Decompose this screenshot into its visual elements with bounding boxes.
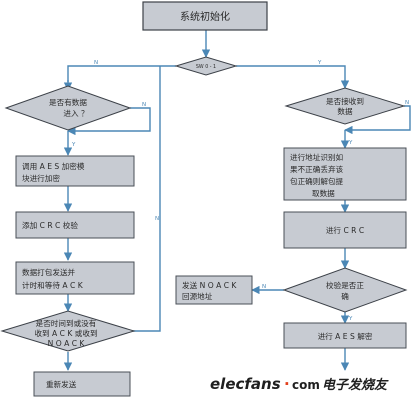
node-resend-text: 重新发送	[46, 379, 77, 389]
connectors	[63, 30, 411, 371]
node-has-data: 是否有数据 进入 ？	[4, 85, 132, 131]
edge-recv-loop	[344, 105, 411, 135]
node-crc-add-text: 添加 C R C 校验	[22, 220, 78, 230]
watermark-com: com	[292, 378, 320, 392]
node-has-data-line1: 是否有数据	[49, 97, 87, 107]
label-recv-n: N	[405, 100, 409, 106]
node-has-data-line2: 进入 ？	[63, 109, 88, 118]
edge-labels: N Y N Y N N Y N Y	[71, 60, 409, 322]
watermark-elec: elecfans	[210, 375, 281, 393]
node-addr-line1: 进行地址识别如	[290, 152, 344, 162]
watermark-logo: elecfans · com 电子发烧友	[210, 375, 389, 393]
node-crc-do-text: 进行 C R C	[326, 225, 364, 235]
node-noack: 发送 N O A C K 回源地址	[175, 275, 253, 305]
label-has-data-n: N	[142, 102, 146, 108]
edge-timeout-back	[130, 66, 161, 332]
label-recv-y: Y	[348, 140, 353, 146]
node-resend: 重新发送	[33, 371, 131, 397]
node-pack-send-line2: 计时和等待 A C K	[22, 280, 84, 290]
node-crc-do: 进行 C R C	[283, 211, 407, 249]
node-sw-text: SW 0 - 1	[196, 64, 216, 70]
node-check-line2: 确	[341, 291, 349, 301]
node-noack-line2: 回源地址	[182, 291, 213, 301]
node-aes-encrypt-line2: 块进行加密	[22, 173, 60, 183]
node-recv-line1: 是否接收到	[326, 96, 364, 106]
label-check-n: N	[262, 284, 266, 290]
label-sw-right: Y	[317, 60, 322, 66]
watermark-dot: ·	[284, 375, 290, 393]
label-timeout-n: N	[155, 216, 159, 222]
node-addr-line4: 取数据	[312, 188, 335, 198]
node-addr: 进行地址识别如 果不正确丢弃该 包正确则解包提 取数据	[283, 147, 407, 201]
node-sw: SW 0 - 1	[174, 56, 238, 76]
node-noack-line1: 发送 N O A C K	[182, 280, 237, 290]
node-aes-encrypt-line1: 调用 A E S 加密模	[22, 161, 85, 171]
node-aes-decrypt-text: 进行 A E S 解密	[318, 331, 373, 341]
node-init-text: 系统初始化	[180, 10, 230, 23]
node-pack-send-line1: 数据打包发送并	[22, 267, 76, 277]
edge-sw-right	[236, 65, 346, 82]
node-recv: 是否接收到 数据	[284, 87, 406, 125]
node-addr-line2: 果不正确丢弃该	[290, 164, 344, 174]
node-check-line1: 校验是否正	[326, 280, 364, 290]
node-init: 系统初始化	[142, 1, 268, 31]
node-timeout-line2: 收到 A C K 或收到	[34, 328, 97, 338]
node-pack-send: 数据打包发送并 计时和等待 A C K	[15, 261, 135, 295]
edge-sw-left	[67, 65, 176, 82]
node-crc-add: 添加 C R C 校验	[15, 211, 135, 239]
node-addr-line3: 包正确则解包提	[290, 176, 344, 186]
node-check: 校验是否正 确	[282, 267, 408, 313]
edge-has-data-loop	[67, 107, 151, 136]
node-aes-decrypt: 进行 A E S 解密	[283, 322, 407, 349]
watermark-cn: 电子发烧友	[322, 377, 389, 393]
node-recv-line2: 数据	[337, 106, 353, 116]
node-timeout: 是否时间到或没有 收到 A C K 或收到 N O A C K	[0, 310, 136, 352]
node-timeout-line3: N O A C K	[48, 339, 86, 348]
node-timeout-line1: 是否时间到或没有	[36, 318, 97, 328]
node-aes-encrypt: 调用 A E S 加密模 块进行加密	[15, 155, 135, 187]
label-sw-left: N	[94, 60, 98, 66]
label-has-data-y: Y	[71, 142, 76, 148]
label-check-y: Y	[348, 316, 353, 322]
